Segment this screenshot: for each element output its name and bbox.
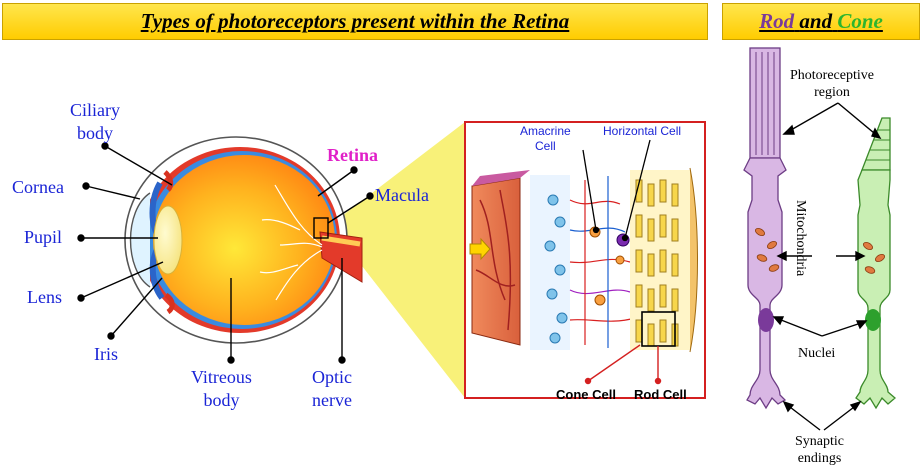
macula-label: Macula [375,185,429,205]
photoreceptive-region-label: Photoreceptive region [790,67,874,101]
nuclei-label: Nuclei [798,346,836,361]
cone-title-word: Cone [837,9,883,33]
ciliary-body-line1: Ciliary [70,100,120,120]
optic-nerve-line1: Optic [312,367,352,387]
optic-nerve-line2: nerve [312,390,352,410]
ganglion-layer [530,175,570,350]
cornea-label: Cornea [12,177,64,197]
side-title: Rod and Cone [759,9,883,34]
mitochondria-label: Mitochondria [793,200,808,277]
tissue-block [471,177,521,346]
eye-pointers [77,142,374,364]
page-title: Types of photoreceptors present within t… [140,9,570,33]
ciliary-body-line2: body [77,123,113,143]
side-title-banner: Rod and Cone [722,3,920,40]
vitreous-body-line2: body [203,390,240,410]
iris-label: Iris [94,344,118,364]
optic-nerve-label: Optic nerve [312,366,352,412]
lens [153,205,183,275]
cone-cell-illustration [855,117,896,410]
rod-cell-label: Rod Cell [634,387,687,402]
receptor-pointers [772,102,882,431]
amacrine-line1: Amacrine [520,124,571,138]
entry-arrow [469,237,491,261]
synaptic-line2: endings [797,451,842,466]
macula-box [313,217,329,239]
cone-cell-label: Cone Cell [556,387,616,402]
rod-title-word: Rod [759,9,795,33]
pupil-label: Pupil [24,227,63,247]
rod-cell-illustration [743,47,787,410]
zoom-wedge [330,122,465,398]
photoreceptive-line1: Photoreceptive [790,68,874,83]
horizontal-cell-label: Horizontal Cell [603,124,682,138]
and-title-word: and [799,9,833,33]
retinal-vessels [259,184,323,301]
amacrine-cell-label: Amacrine Cell [520,124,571,154]
lens-label: Lens [27,287,62,307]
amacrine-line2: Cell [535,139,556,153]
eye-illustration [124,136,363,344]
retina-label: Retina [327,145,378,165]
photoreceptive-line2: region [814,85,850,100]
ciliary-body-label: Ciliary body [70,99,120,145]
synaptic-endings-label: Synaptic endings [795,433,844,467]
retina-section [464,121,706,399]
vitreous-body-label: Vitreous body [191,366,252,412]
vitreous-body-line1: Vitreous [191,367,252,387]
synaptic-line1: Synaptic [795,434,844,449]
vitreous-body [153,155,335,325]
cornea [129,192,151,288]
title-banner: Types of photoreceptors present within t… [2,3,708,40]
photoreceptor-layer [630,167,698,353]
